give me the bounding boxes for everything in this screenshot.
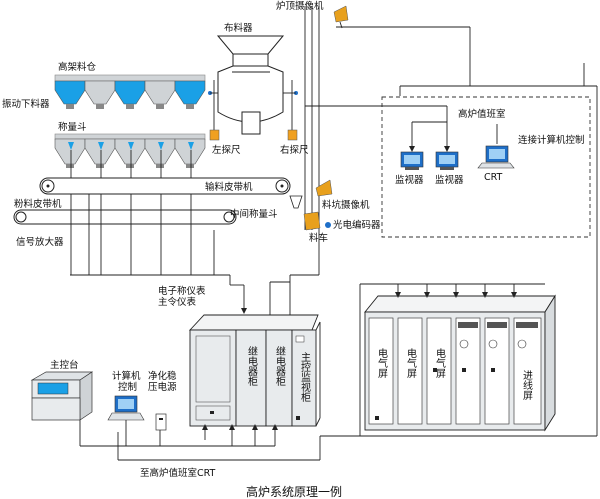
monitor-label-1: 监视器 [395, 174, 424, 186]
diagram-caption: 高炉系统原理一例 [246, 484, 342, 499]
room-wiring [305, 26, 597, 152]
top-camera-icon [333, 5, 349, 29]
distributor [208, 35, 298, 135]
power-label-1: 净化稳 [148, 370, 177, 382]
power-label-2: 压电源 [148, 381, 177, 393]
incoming-screen-label: 进线屏 [521, 370, 533, 401]
signal-lines [70, 150, 247, 314]
left-probe [209, 129, 220, 141]
high-bin-label: 高架料仓 [58, 61, 97, 73]
vibrating-feeder-label: 振动下料器 [2, 98, 50, 110]
screen-bus [269, 86, 598, 437]
encoder-icon [325, 222, 331, 228]
main-console-icon [30, 371, 94, 421]
elec-screen-label-2: 电气屏 [405, 347, 417, 379]
clean-power-icon [155, 413, 167, 431]
conveyor-main-label: 输料皮带机 [205, 181, 253, 193]
electric-screens [364, 294, 556, 432]
bin-2 [84, 80, 116, 105]
elec-screen-label-1: 电气屏 [376, 347, 388, 379]
right-probe [287, 129, 298, 141]
relay-cab-label-1: 继电器柜 [246, 345, 258, 387]
scale-line2-label: 主令仪表 [158, 296, 197, 308]
pit-camera-icon [315, 179, 333, 197]
crt-label: CRT [484, 172, 503, 183]
furnace-room [381, 96, 591, 238]
scale-line1-label: 电子称仪表 [158, 285, 206, 297]
encoder-label: 光电编码器 [333, 219, 381, 231]
weigh-hoppers [54, 133, 206, 168]
computer-control-icon [107, 395, 145, 432]
computer-ctrl-label-1: 计算机 [112, 370, 141, 382]
relay-cabinet-1 [235, 329, 267, 427]
pit-camera-label: 料坑摄像机 [322, 199, 370, 211]
right-probe-label: 右探尺 [280, 144, 309, 156]
crt-icon [477, 145, 515, 169]
bottom-wiring [79, 420, 321, 461]
powder-conveyor [13, 209, 237, 225]
bin-1 [54, 80, 86, 105]
main-console-label: 主控台 [50, 359, 79, 371]
monitor-label-2: 监视器 [435, 174, 464, 186]
to-room-crt-label: 至高炉值班室CRT [140, 467, 216, 479]
relay-cab-label-2: 继电器柜 [274, 345, 286, 387]
skip-car-label: 料车 [309, 232, 328, 244]
top-camera-label: 炉顶摄像机 [276, 0, 324, 12]
control-cabinet-1 [189, 329, 237, 427]
furnace-room-label: 高炉值班室 [458, 108, 506, 120]
left-probe-label: 左探尺 [212, 144, 241, 156]
signal-amp-label: 信号放大器 [16, 236, 64, 248]
computer-ctrl-label-2: 控制 [118, 381, 137, 393]
powder-conveyor-label: 粉料皮带机 [14, 198, 62, 210]
mid-hopper-label: 中间称量斗 [230, 208, 278, 220]
skip-car-icon [303, 211, 321, 231]
connect-computer-label: 连接计算机控制 [518, 134, 585, 146]
bin-3 [114, 80, 146, 105]
main-conveyor [39, 177, 291, 195]
control-cabinets [188, 314, 321, 427]
weigh-hopper-label: 称量斗 [58, 121, 87, 133]
bin-4 [144, 80, 176, 105]
monitor-icon-2 [435, 151, 459, 170]
distributor-label: 布料器 [224, 22, 253, 34]
elec-screen-label-3: 电气屏 [434, 347, 446, 379]
high-bins [54, 74, 206, 109]
mid-hopper-shape [289, 195, 303, 209]
main-monitor-cabinet [291, 329, 317, 427]
main-monitor-cab-label: 主控监视柜 [299, 352, 311, 403]
text-labels: 炉顶摄像机 布料器 高架料仓 振动下料器 称量斗 左探尺 右探尺 高炉值班室 连… [2, 0, 585, 499]
relay-cabinet-2 [265, 329, 293, 427]
monitor-icon-1 [400, 151, 424, 170]
bin-5 [174, 80, 206, 105]
